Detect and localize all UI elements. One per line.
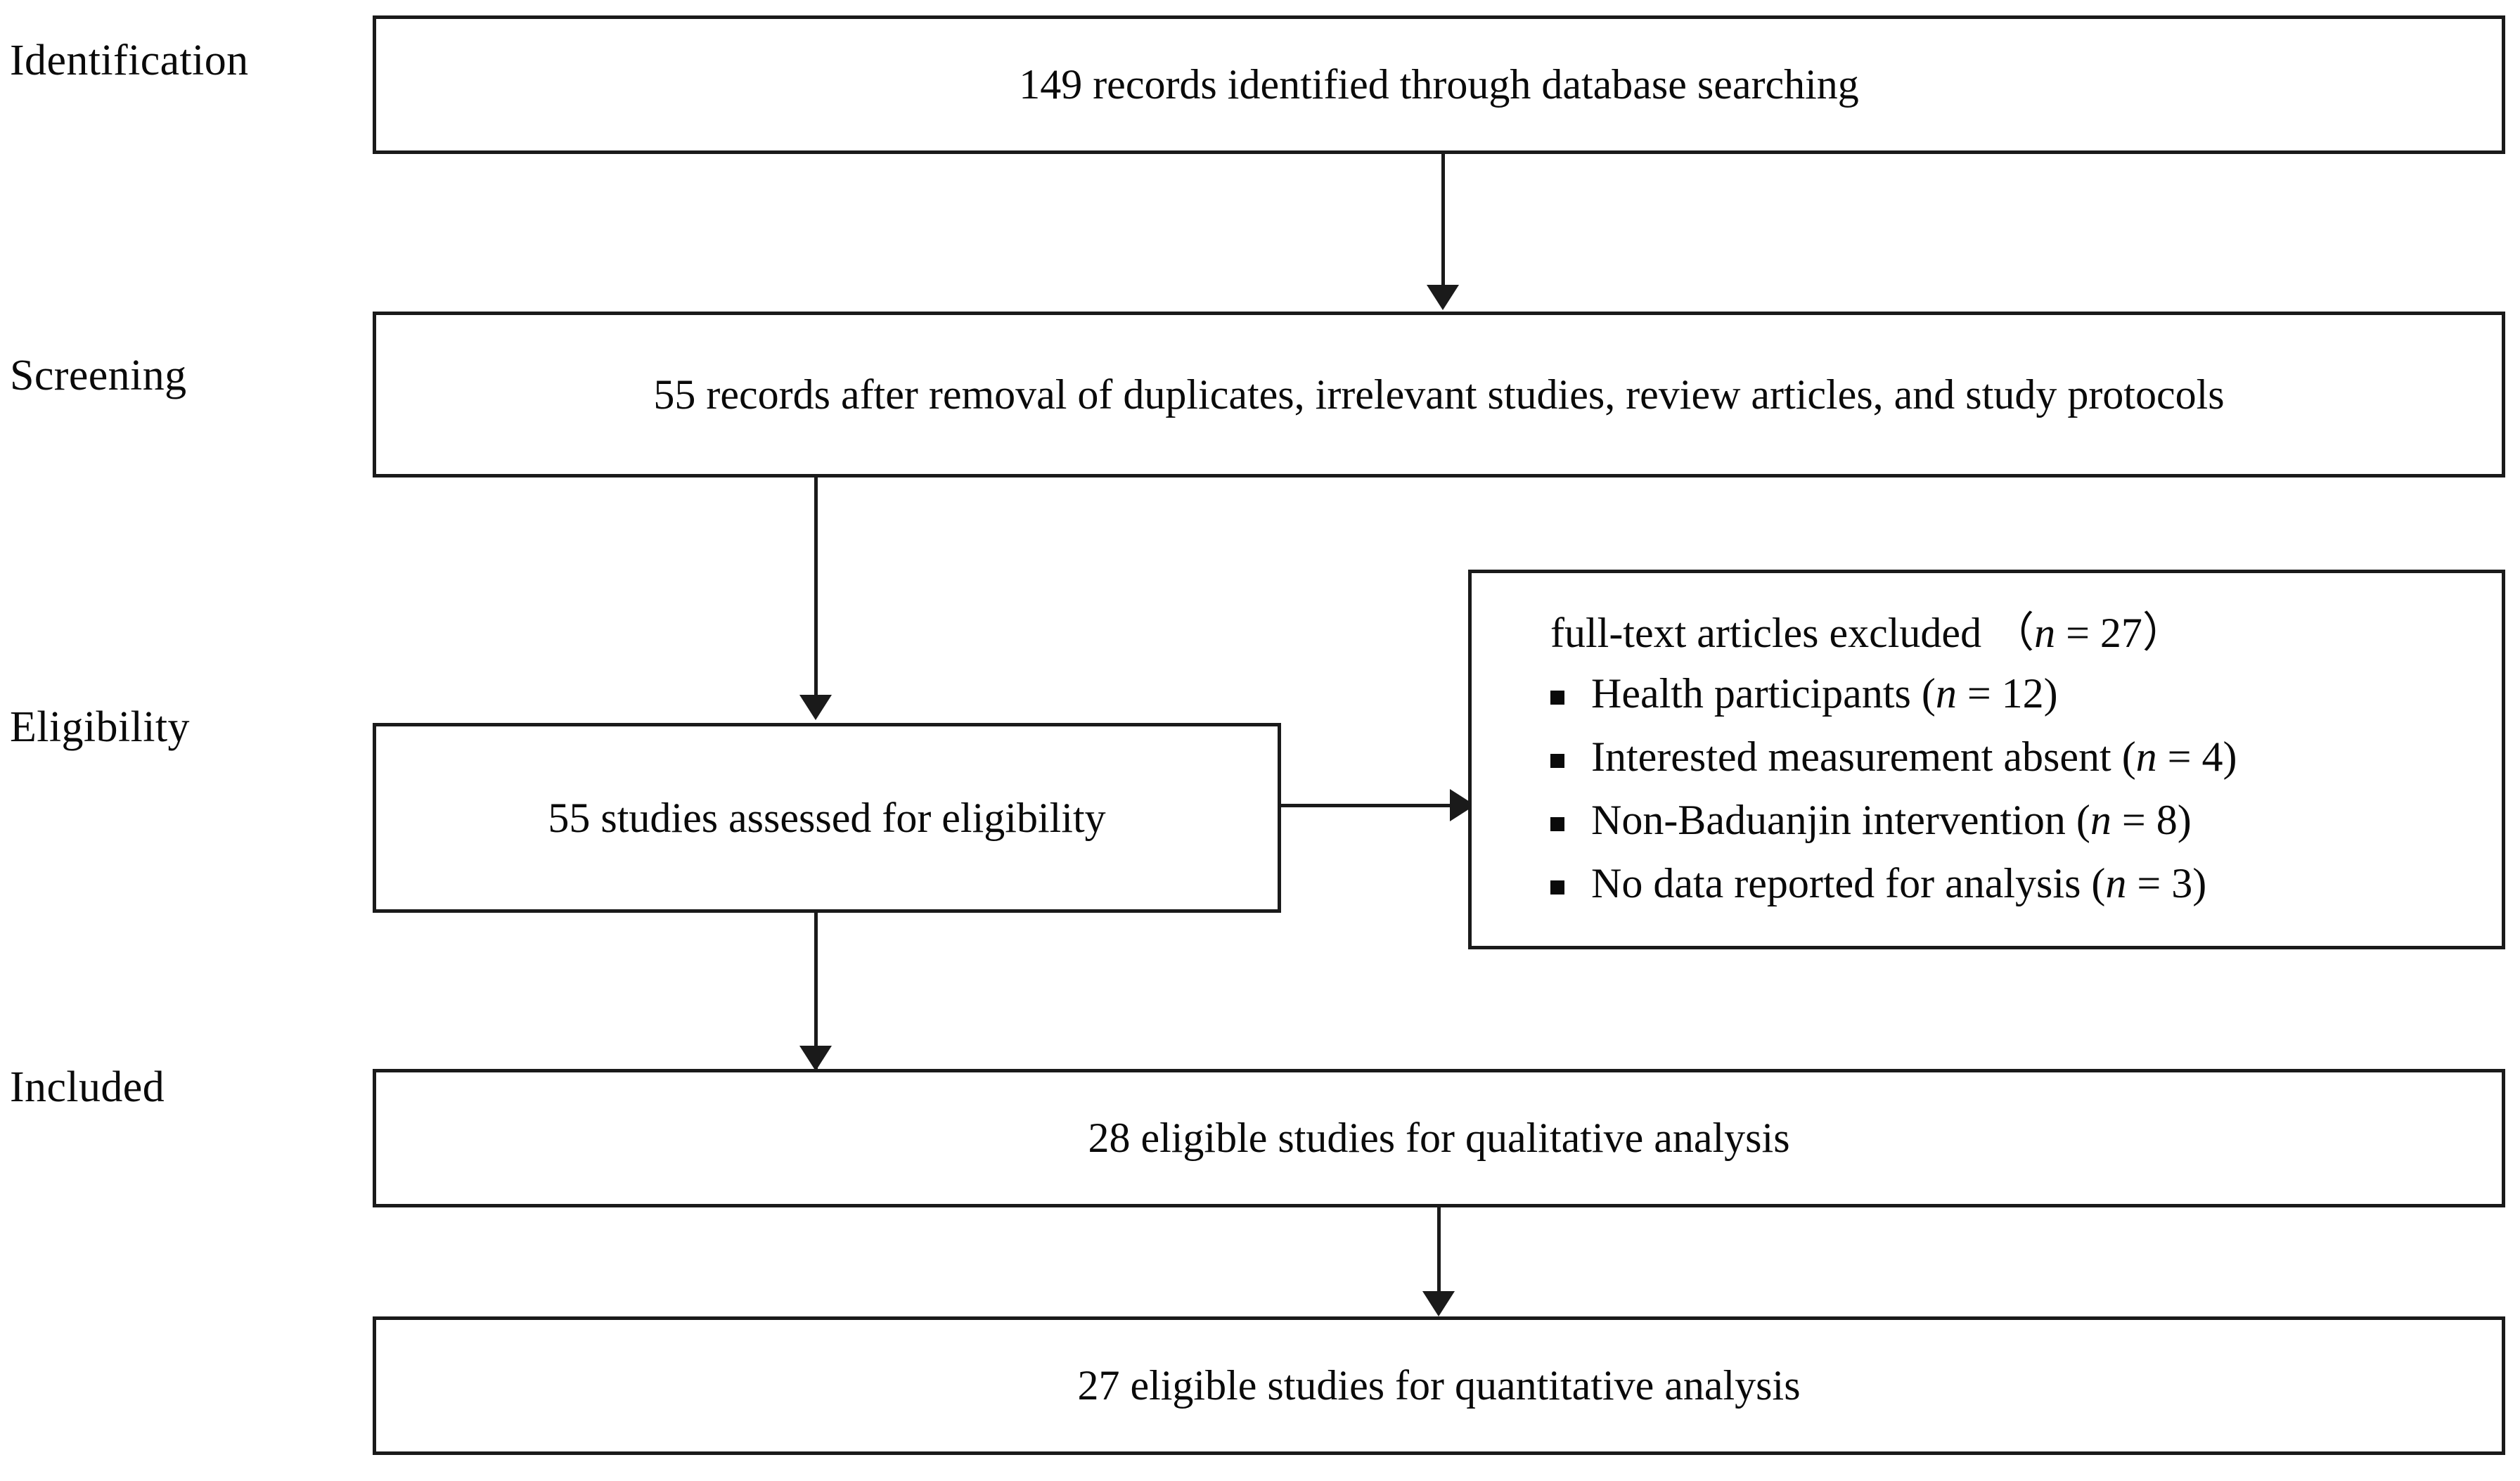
- exclusion-item-count: 8: [2156, 797, 2178, 843]
- exclusion-item-eq: =: [2126, 860, 2172, 906]
- exclusion-item-eq: =: [2156, 733, 2202, 780]
- exclusion-item-paren-open: (: [2081, 860, 2106, 906]
- box-identification-text: 149 records identified through database …: [1019, 61, 1859, 108]
- exclusion-item-n: n: [2090, 797, 2111, 843]
- exclusion-title-paren-open: （: [1992, 610, 2035, 656]
- exclusion-item-label: Health participants: [1591, 670, 1911, 717]
- connector-eligibility-to-qualitative: [814, 913, 818, 1069]
- exclusion-item-count: 12: [2001, 670, 2044, 717]
- exclusion-item-n: n: [1935, 670, 1957, 717]
- box-exclusion-reasons: full-text articles excluded （n = 27） Hea…: [1468, 570, 2505, 949]
- square-bullet-icon: [1550, 817, 1564, 831]
- exclusion-item-label: Interested measurement absent: [1591, 733, 2111, 780]
- exclusion-item-count: 4: [2201, 733, 2223, 780]
- stage-label-eligibility: Eligibility: [10, 703, 190, 751]
- box-screening: 55 records after removal of duplicates, …: [373, 312, 2505, 477]
- square-bullet-icon: [1550, 691, 1564, 705]
- exclusion-title: full-text articles excluded （n = 27）: [1472, 612, 2502, 654]
- exclusion-item-n: n: [2105, 860, 2127, 906]
- exclusion-title-n: n: [2034, 610, 2056, 656]
- arrowhead-qualitative-to-quantitative: [1422, 1291, 1455, 1316]
- connector-screening-to-eligibility: [814, 477, 818, 697]
- exclusion-title-label: full-text articles excluded: [1550, 610, 1982, 656]
- arrowhead-screening-to-eligibility: [799, 695, 832, 720]
- exclusion-list-item: Health participants (n = 12): [1472, 672, 2502, 714]
- exclusion-item-eq: =: [2111, 797, 2156, 843]
- exclusion-title-space: [1981, 610, 1992, 656]
- box-qualitative-analysis: 28 eligible studies for qualitative anal…: [373, 1069, 2505, 1207]
- exclusion-list-item: No data reported for analysis (n = 3): [1472, 862, 2502, 904]
- exclusion-item-paren-open: (: [2111, 733, 2136, 780]
- exclusion-list-item: Non-Baduanjin intervention (n = 8): [1472, 799, 2502, 841]
- box-identification: 149 records identified through database …: [373, 15, 2505, 154]
- exclusion-title-eq: =: [2055, 610, 2100, 656]
- exclusion-item-label: No data reported for analysis: [1591, 860, 2081, 906]
- exclusion-item-paren-close: ): [2223, 733, 2237, 780]
- box-qualitative-analysis-text: 28 eligible studies for qualitative anal…: [1088, 1115, 1790, 1161]
- exclusion-item-label: Non-Baduanjin intervention: [1591, 797, 2066, 843]
- exclusion-item-paren-close: ): [2177, 797, 2192, 843]
- connector-eligibility-to-exclusion: [1281, 804, 1454, 807]
- connector-qualitative-to-quantitative: [1437, 1207, 1441, 1293]
- arrowhead-eligibility-to-qualitative: [799, 1046, 832, 1071]
- square-bullet-icon: [1550, 880, 1564, 895]
- exclusion-item-paren-close: ): [2043, 670, 2058, 717]
- connector-identification-to-screening: [1441, 154, 1445, 288]
- box-screening-text: 55 records after removal of duplicates, …: [653, 371, 2225, 418]
- exclusion-item-paren-open: (: [1910, 670, 1936, 717]
- square-bullet-icon: [1550, 754, 1564, 768]
- exclusion-item-count: 3: [2171, 860, 2193, 906]
- exclusion-title-paren-close: ）: [2142, 610, 2185, 656]
- exclusion-item-paren-open: (: [2065, 797, 2090, 843]
- box-quantitative-analysis-text: 27 eligible studies for quantitative ana…: [1077, 1362, 1801, 1409]
- exclusion-title-count: 27: [2100, 610, 2142, 656]
- stage-label-included: Included: [10, 1063, 165, 1111]
- stage-label-screening: Screening: [10, 352, 187, 399]
- box-eligibility: 55 studies assessed for eligibility: [373, 723, 1281, 913]
- box-quantitative-analysis: 27 eligible studies for quantitative ana…: [373, 1316, 2505, 1455]
- box-eligibility-text: 55 studies assessed for eligibility: [548, 794, 1106, 841]
- exclusion-item-paren-close: ): [2192, 860, 2207, 906]
- arrowhead-identification-to-screening: [1427, 285, 1459, 310]
- exclusion-list-item: Interested measurement absent (n = 4): [1472, 736, 2502, 778]
- stage-label-identification: Identification: [10, 37, 249, 84]
- exclusion-item-eq: =: [1956, 670, 2002, 717]
- exclusion-item-n: n: [2135, 733, 2157, 780]
- exclusion-reason-list: Health participants (n = 12) Interested …: [1472, 672, 2502, 904]
